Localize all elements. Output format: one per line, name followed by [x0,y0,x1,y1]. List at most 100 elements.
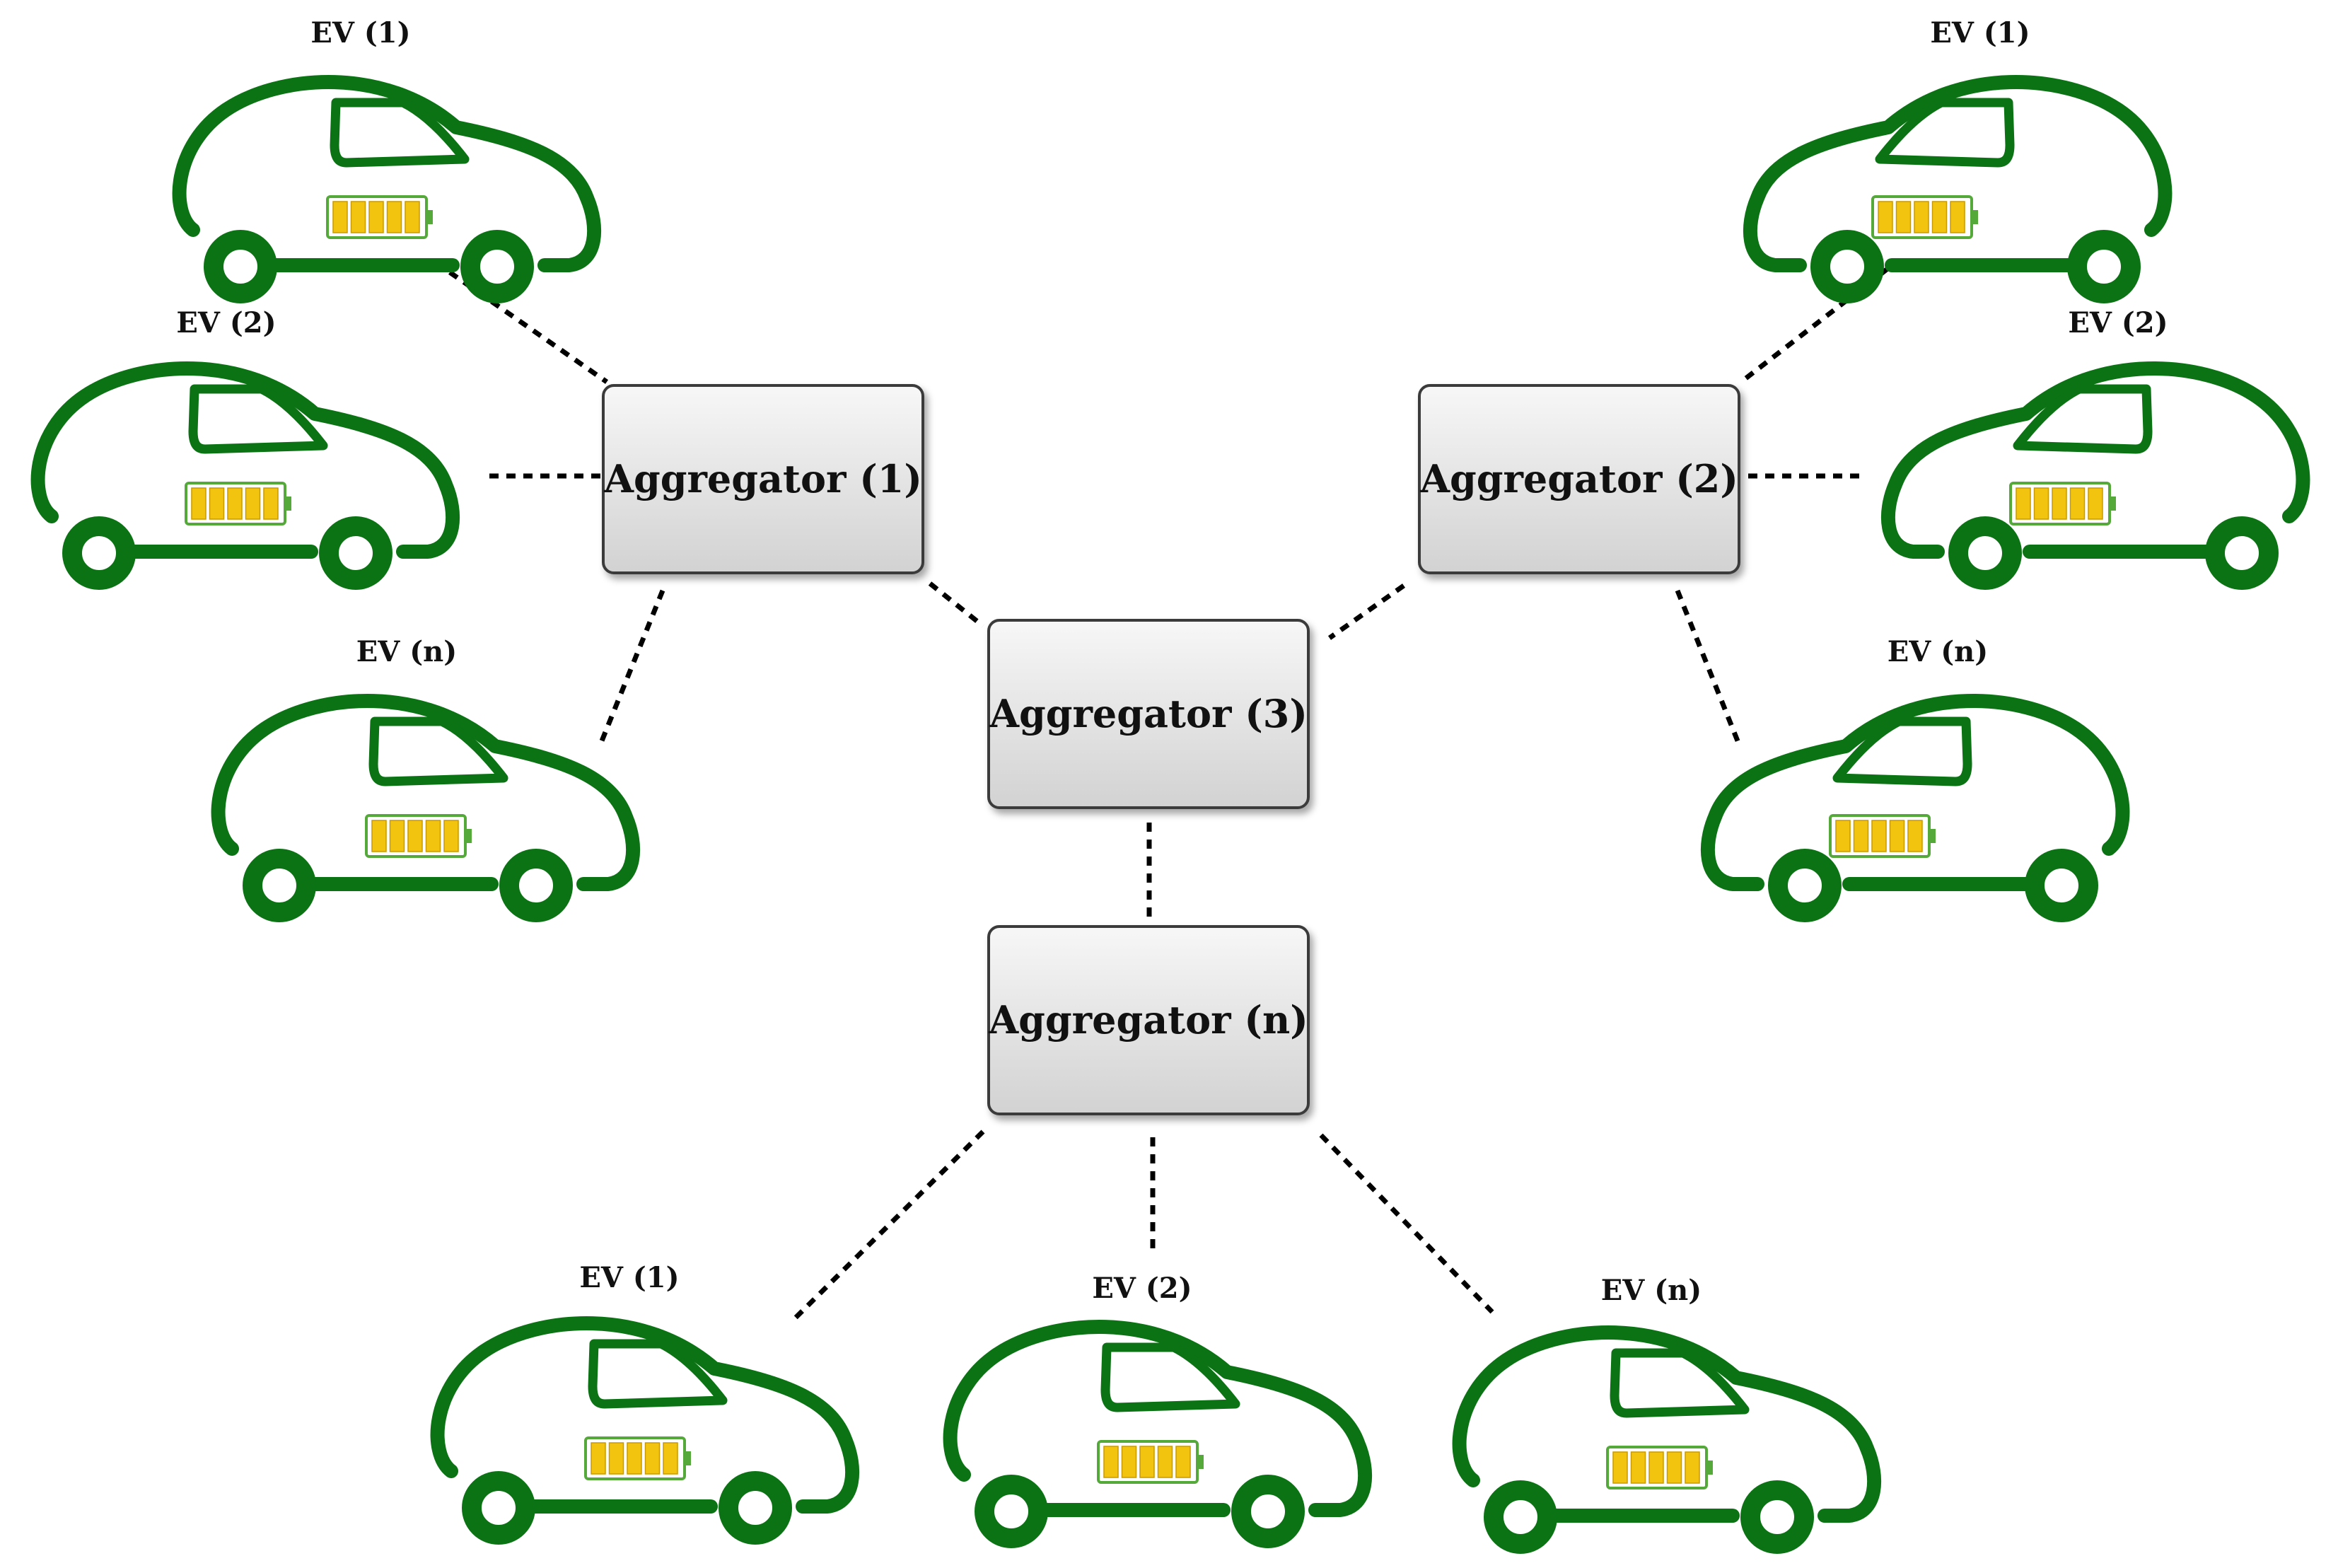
car-body-outline [1743,75,2173,272]
car-rear-wheel [2067,230,2141,303]
car-rear-wheel [1484,1480,1557,1554]
battery-cell [591,1442,606,1475]
battery-cell [1685,1451,1700,1484]
link-agg1-evn [598,589,665,744]
car-body-outline [30,361,460,559]
battery-cell [1648,1451,1664,1484]
battery-cell [2088,487,2103,520]
car-window [188,384,328,454]
battery-cell [407,820,423,852]
battery-cell [1666,1451,1682,1484]
battery-cell [1889,820,1905,852]
battery-cell [627,1442,642,1475]
battery-icon [1097,1440,1204,1484]
battery-cell [371,820,387,852]
ev-car-agg2-n: EV (n) [1701,635,2130,922]
battery-cell [1853,820,1869,852]
ev-car-aggn-n: EV (n) [1452,1274,1881,1554]
car-body-outline [211,694,640,891]
car-rear-wheel [975,1475,1048,1548]
link-agg2-agg3 [1327,583,1406,640]
link-aggn-ev1 [793,1129,985,1320]
car-front-wheel [460,230,534,303]
battery-cell [1121,1446,1137,1478]
aggregator-box [987,925,1310,1115]
aggregator-3: Aggregator (3) [987,619,1310,809]
battery-icon [1606,1446,1713,1489]
car-window [1875,98,2015,168]
battery-cell [608,1442,624,1475]
battery-cell [1931,201,1948,233]
ev-car-agg2-2: EV (2) [1881,306,2310,590]
ev-label: EV (1) [1930,16,2030,50]
car-icon [430,1316,859,1545]
car-window [1832,716,1972,786]
link-agg1-ev1 [448,270,609,384]
battery-cell [350,201,366,233]
car-rear-wheel [2205,516,2279,590]
battery-cell [1157,1446,1173,1478]
car-icon [1881,361,2310,590]
battery-cell [386,201,402,233]
ev-label: EV (1) [579,1261,679,1294]
car-body-outline [943,1320,1372,1517]
battery-cell [1950,201,1965,233]
car-window [588,1339,728,1409]
battery-cell [644,1442,661,1475]
battery-cell [368,201,384,233]
aggregator-label: Aggregator (1) [603,456,922,501]
battery-cell [1175,1446,1191,1478]
battery-cell [1612,1451,1628,1484]
ev-car-agg1-2: EV (2) [30,306,460,590]
car-body-outline [1452,1325,1881,1523]
ev-car-agg2-1: EV (1) [1743,16,2173,303]
battery-cell [1835,820,1851,852]
ev-label: EV (n) [1888,635,1988,668]
car-icon [211,694,640,922]
car-front-wheel [319,516,392,590]
car-body-outline [1701,694,2130,891]
battery-cell [1871,820,1887,852]
battery-cell [263,487,279,520]
car-window [1610,1348,1750,1418]
ev-label: EV (n) [356,635,457,668]
ev-car-agg1-1: EV (1) [172,16,601,303]
car-icon [943,1320,1372,1548]
ev-label: EV (2) [2068,306,2168,339]
ev-label: EV (n) [1601,1274,1702,1307]
battery-icon [584,1436,691,1480]
battery-cell [405,201,420,233]
battery-cell [2016,487,2031,520]
car-front-wheel [1231,1475,1305,1548]
car-front-wheel [1810,230,1884,303]
battery-cell [245,487,261,520]
battery-icon [2009,482,2116,525]
ev-label: EV (2) [1092,1272,1192,1305]
battery-cell [1878,201,1893,233]
car-window [2013,384,2153,454]
car-icon [1743,75,2173,303]
battery-cell [663,1442,678,1475]
aggregator-box [987,619,1310,809]
aggregator-label: Aggregator (2) [1419,456,1738,501]
car-icon [172,75,601,303]
car-rear-wheel [62,516,136,590]
battery-icon [185,482,291,525]
battery-cell [1895,201,1912,233]
car-icon [30,361,460,590]
battery-cell [2033,487,2049,520]
link-aggn-evn [1319,1133,1494,1314]
battery-cell [443,820,459,852]
car-front-wheel [1740,1480,1814,1554]
battery-icon [1871,195,1978,239]
battery-cell [209,487,225,520]
car-front-wheel [1768,849,1842,922]
car-rear-wheel [243,849,316,922]
ev-car-agg1-n: EV (n) [211,635,640,922]
aggregator-box [1418,384,1740,574]
link-agg1-agg3 [928,581,985,628]
car-body-outline [1881,361,2310,559]
car-window [1100,1342,1240,1412]
ev-car-aggn-2: EV (2) [943,1272,1372,1548]
battery-cell [332,201,348,233]
